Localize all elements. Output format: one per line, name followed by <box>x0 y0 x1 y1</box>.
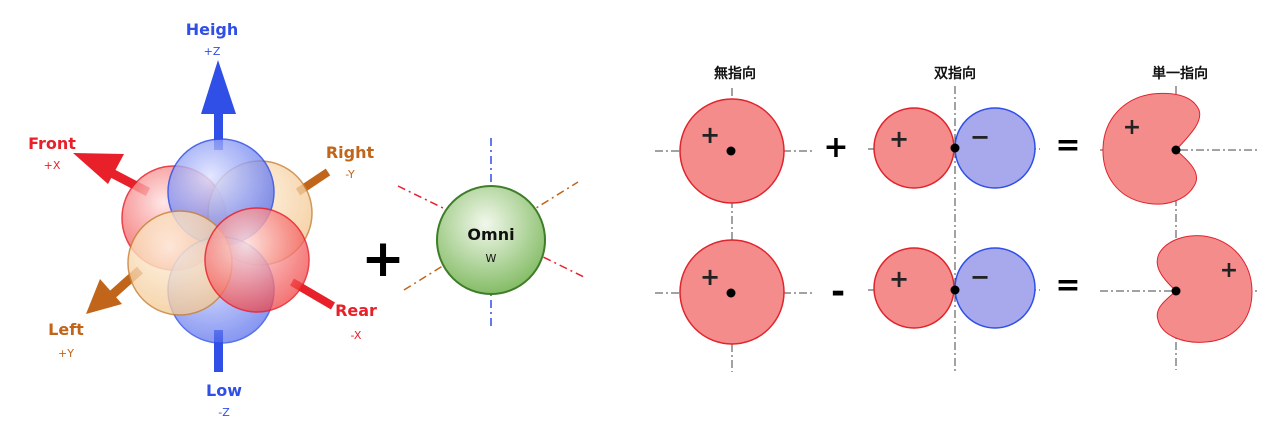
omni-diagram: Omni W <box>397 138 587 330</box>
row1-uni-center <box>1171 145 1181 155</box>
row1-bi-center <box>950 143 960 153</box>
right-sub-label: -Y <box>345 168 355 181</box>
left-sub-label: +Y <box>58 347 74 360</box>
row1-cardioid-pattern <box>1102 92 1201 205</box>
row2-bi-positive-lobe <box>873 247 955 329</box>
ambisonics-plus-sign: + <box>361 229 405 289</box>
right-label: Right <box>326 143 375 162</box>
row2-uni-plus: + <box>1220 258 1238 283</box>
low-sub-label: -Z <box>218 406 230 419</box>
row1-operator: + <box>823 130 848 165</box>
row2-equals: = <box>1055 268 1080 303</box>
row2-omni-center <box>726 288 736 298</box>
row1-bi-positive-lobe <box>873 107 955 189</box>
front-label: Front <box>28 134 76 153</box>
rear-label: Rear <box>335 301 377 320</box>
row2-cardioid-pattern <box>1156 235 1253 343</box>
left-label: Left <box>48 320 84 339</box>
header-omni: 無指向 <box>714 65 756 82</box>
row1-bi-negative-lobe <box>954 107 1036 189</box>
header-unidirectional: 単一指向 <box>1152 65 1208 82</box>
row2-omni-plus: + <box>700 263 720 291</box>
heigh-label: Heigh <box>186 20 239 39</box>
row1-uni-plus: + <box>1123 115 1141 140</box>
header-bidirectional: 双指向 <box>934 65 976 82</box>
heigh-arrow <box>201 60 236 150</box>
row2-bi-negative-lobe <box>954 247 1036 329</box>
row1-bi-plus: + <box>889 125 909 153</box>
omni-sub-label: W <box>486 252 497 265</box>
row2-bi-plus: + <box>889 265 909 293</box>
row1-omni-plus: + <box>700 121 720 149</box>
row1-bi-minus: − <box>970 123 990 151</box>
ambisonics-diagram: Heigh +Z Front +X Right -Y Left +Y Rear … <box>28 20 587 419</box>
row2-uni-center <box>1171 286 1181 296</box>
row2-bi-minus: − <box>970 263 990 291</box>
polar-pattern-diagram: 無指向 双指向 単一指向 + + + − = + + - + <box>655 65 1258 372</box>
front-sub-label: +X <box>44 159 61 172</box>
low-label: Low <box>206 381 242 400</box>
omni-sphere <box>436 185 546 295</box>
rear-sphere <box>204 207 310 313</box>
low-arrow <box>214 330 223 372</box>
omni-label: Omni <box>467 225 514 244</box>
row1-omni-center <box>726 146 736 156</box>
row2-operator: - <box>831 272 845 312</box>
row2-bi-center <box>950 285 960 295</box>
rear-sub-label: -X <box>351 329 362 342</box>
row1-equals: = <box>1055 128 1080 163</box>
heigh-sub-label: +Z <box>204 45 221 58</box>
